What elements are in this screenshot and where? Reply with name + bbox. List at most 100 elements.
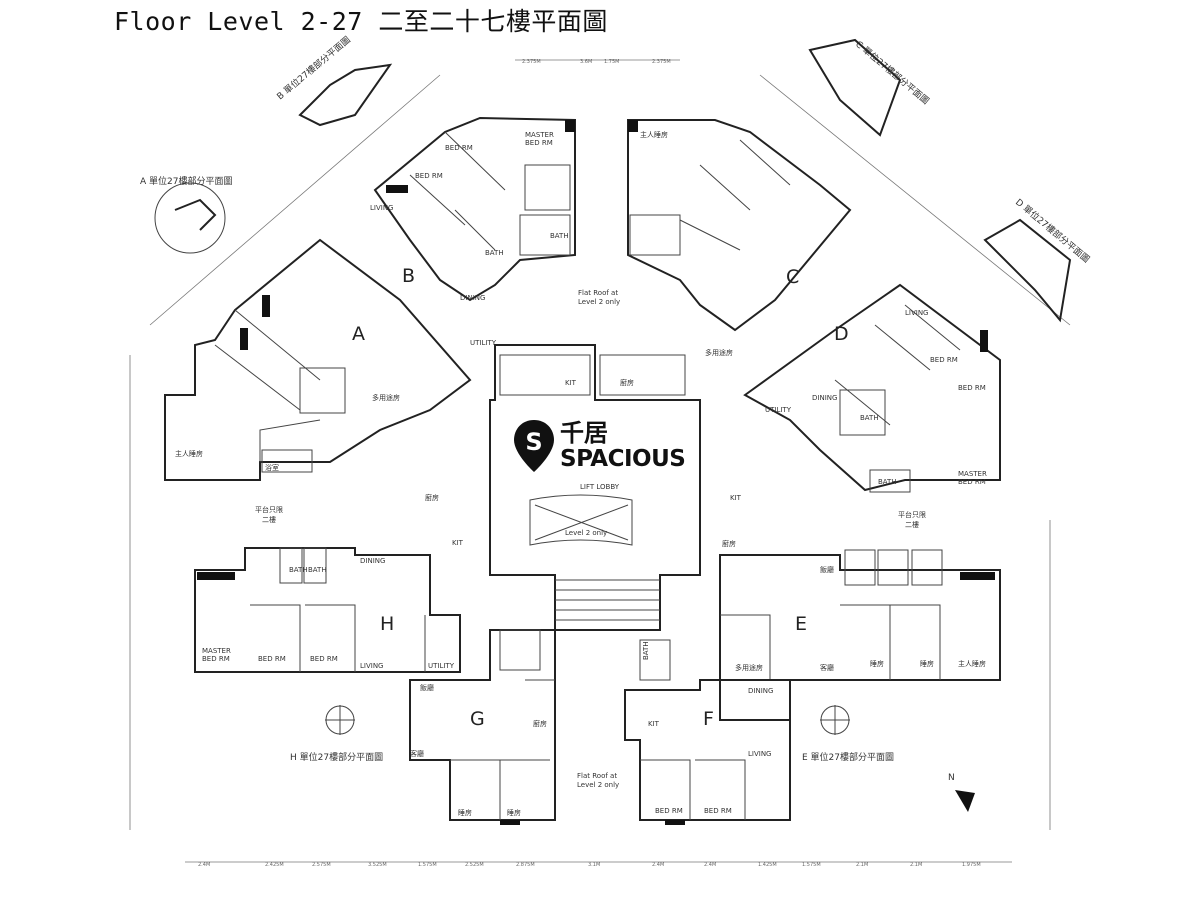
dim-bottom: 2.525M xyxy=(465,862,484,868)
room-label-cn-flat-roof-e2: 二樓 xyxy=(905,520,919,529)
dim-bottom: 1.575M xyxy=(802,862,821,868)
logo-english: SPACIOUS xyxy=(560,446,686,472)
dim-top: 2.375M xyxy=(652,59,671,65)
room-label-bed-h1: BED RM xyxy=(258,655,286,663)
dim-top: 1.75M xyxy=(604,59,619,65)
room-label-dining-f: DINING xyxy=(748,687,773,695)
inset-note-c: C 單位27樓部分平面圖 xyxy=(853,38,932,107)
room-label-cn-flat-roof-a: 平台只限 xyxy=(255,505,283,514)
room-label-bath-h2: BATH xyxy=(308,566,327,574)
room-label-master-bed-h: BED RM xyxy=(202,655,230,663)
room-label-cn-bed-g1: 睡房 xyxy=(458,808,472,817)
room-label-living-h: LIVING xyxy=(360,662,383,670)
room-label-cn-kitchen-g: 廚房 xyxy=(533,719,547,728)
room-label-cn-living-g: 客廳 xyxy=(410,749,424,758)
room-label-cn-utility-a: 多用途房 xyxy=(372,393,400,402)
logo-chinese: 千居 xyxy=(560,419,608,447)
inset-note-d: D 單位27樓部分平面圖 xyxy=(1013,196,1092,265)
room-label-utility-b: UTILITY xyxy=(470,339,497,347)
room-label-cn-master-a: 主人睡房 xyxy=(175,449,203,458)
unit-d-plan xyxy=(743,283,1001,493)
room-label-cn-dining-g: 飯廳 xyxy=(420,683,434,692)
room-label-cn-bath-a: 浴室 xyxy=(265,463,279,472)
room-label-master-d: MASTER xyxy=(958,470,987,478)
unit-label-e: E xyxy=(795,613,807,635)
unit-g-plan xyxy=(409,629,556,825)
room-label-bed-b1: BED RM xyxy=(445,144,473,152)
room-label-cn-utility-e: 多用途房 xyxy=(735,663,763,672)
room-label-living-d: LIVING xyxy=(905,309,928,317)
room-label-cn-kitchen-e: 廚房 xyxy=(722,539,736,548)
dim-bottom: 2.1M xyxy=(910,862,922,868)
dim-top: 2.375M xyxy=(522,59,541,65)
unit-label-f: F xyxy=(703,708,714,730)
room-label-cn-flat-roof-a2: 二樓 xyxy=(262,515,276,524)
room-label-kit-d: KIT xyxy=(730,494,742,502)
room-label-bed-h2: BED RM xyxy=(310,655,338,663)
lift-lobby-label: LIFT LOBBY xyxy=(580,483,620,491)
dim-bottom: 1.975M xyxy=(962,862,981,868)
flat-roof-bot-2: Level 2 only xyxy=(577,781,619,789)
dim-bottom: 1.425M xyxy=(758,862,777,868)
room-label-cn-dining-e: 飯廳 xyxy=(820,565,834,574)
bottom-dimensions: 2.4M 2.425M 2.575M 3.525M 1.575M 2.525M … xyxy=(198,862,981,868)
dimension-lines xyxy=(129,59,1071,863)
room-label-master-bed: BED RM xyxy=(525,139,553,147)
room-label-kit-b: KIT xyxy=(565,379,577,387)
top-dimensions: 2.375M 3.6M 1.75M 2.375M xyxy=(522,59,671,65)
unit-h-plan xyxy=(194,547,461,673)
flat-roof-top: Flat Roof at xyxy=(578,289,618,297)
dim-top: 3.6M xyxy=(580,59,592,65)
unit-label-c: C xyxy=(786,266,799,288)
dim-bottom: 3.525M xyxy=(368,862,387,868)
room-label-bath-d: BATH xyxy=(860,414,879,422)
room-label-cn-flat-roof-e: 平台只限 xyxy=(898,510,926,519)
room-label-living-f: LIVING xyxy=(748,750,771,758)
room-label-bath-b: BATH xyxy=(485,249,504,257)
room-label-bed-d2: BED RM xyxy=(958,384,986,392)
room-label-cn-kitchen-a: 廚房 xyxy=(425,493,439,502)
logo-mark-letter: S xyxy=(525,428,542,456)
room-label-kit-f: KIT xyxy=(648,720,660,728)
dim-bottom: 2.575M xyxy=(312,862,331,868)
dim-bottom: 2.1M xyxy=(856,862,868,868)
central-core xyxy=(489,344,701,631)
dim-bottom: 1.575M xyxy=(418,862,437,868)
room-label-dining-d: DINING xyxy=(812,394,837,402)
inset-note-h: H 單位27樓部分平面圖 xyxy=(290,751,383,763)
unit-c-plan xyxy=(627,119,852,332)
room-label-master-bed-d: BED RM xyxy=(958,478,986,486)
unit-label-h: H xyxy=(380,613,394,635)
dim-bottom: 2.4M xyxy=(198,862,210,868)
room-label-cn-master-c: 主人睡房 xyxy=(640,130,668,139)
page-title: Floor Level 2-27 二至二十七樓平面圖 xyxy=(114,7,608,36)
unit-a-plan xyxy=(164,238,472,481)
room-label-utility-h: UTILITY xyxy=(428,662,455,670)
inset-note-e: E 單位27樓部分平面圖 xyxy=(802,751,894,763)
room-label-cn-kitchen-c: 廚房 xyxy=(620,378,634,387)
unit-b-plan xyxy=(373,116,576,302)
room-label-cn-bed-g2: 睡房 xyxy=(507,808,521,817)
room-label-bed-f1: BED RM xyxy=(655,807,683,815)
north-arrow-label: N xyxy=(948,773,955,783)
room-label-bath-d2: BATH xyxy=(878,478,897,486)
logo-text: 千居 SPACIOUS xyxy=(560,419,686,472)
level-2-only-label: Level 2 only xyxy=(565,529,607,537)
inset-note-a: A 單位27樓部分平面圖 xyxy=(140,175,232,187)
room-label-cn-master-e: 主人睡房 xyxy=(958,659,986,668)
dim-bottom: 2.425M xyxy=(265,862,284,868)
unit-label-b: B xyxy=(402,265,415,287)
flat-roof-bot: Flat Roof at xyxy=(577,772,617,780)
room-label-cn-utility-c: 多用途房 xyxy=(705,348,733,357)
room-label-cn-bed-e2: 睡房 xyxy=(920,659,934,668)
spacious-logo: S 千居 SPACIOUS xyxy=(512,418,686,474)
room-label-bath-b2: BATH xyxy=(550,232,569,240)
map-pin-s-icon: S xyxy=(512,418,556,474)
room-label-bed-d1: BED RM xyxy=(930,356,958,364)
room-label-bed-f2: BED RM xyxy=(704,807,732,815)
unit-label-a: A xyxy=(352,323,365,345)
room-label-bath-h1: BATH xyxy=(289,566,308,574)
inset-sketches xyxy=(154,38,1072,812)
room-label-kit-h: KIT xyxy=(452,539,464,547)
